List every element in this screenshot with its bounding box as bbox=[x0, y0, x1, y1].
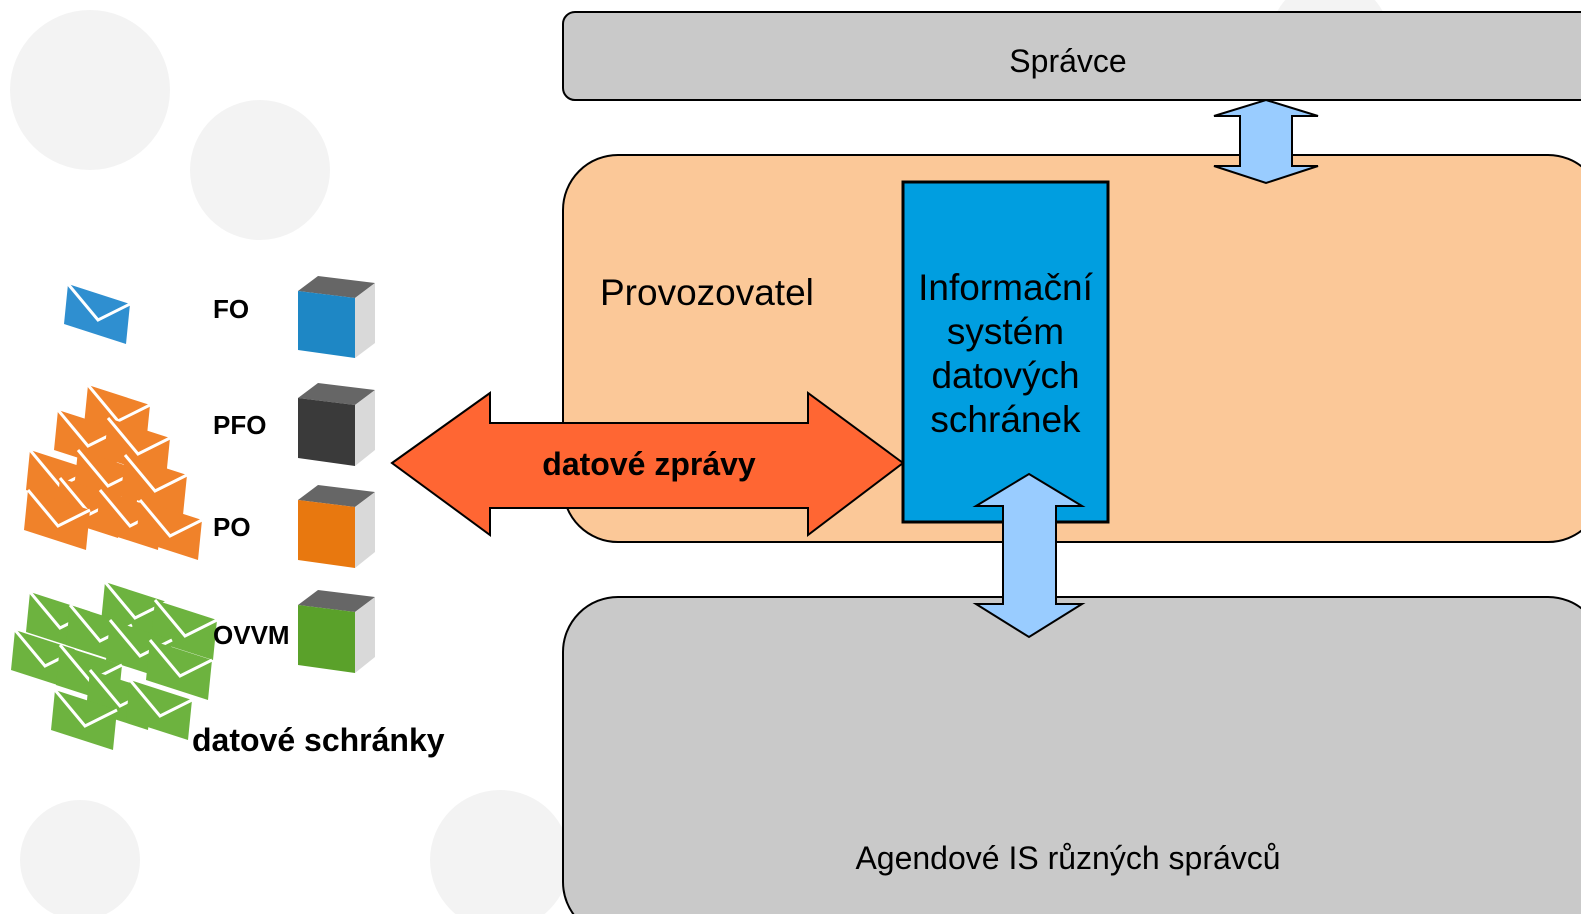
pfo-po-envelope-pile-icon bbox=[22, 372, 222, 562]
type-label-pfo: PFO bbox=[213, 410, 267, 440]
isds-agendove-arrow bbox=[972, 472, 1086, 639]
isds-label: Informační systém datových schránek bbox=[918, 267, 1093, 440]
ovvm-envelope-pile-icon bbox=[9, 580, 225, 765]
type-label-fo: FO bbox=[213, 294, 250, 324]
ovvm-box-icon bbox=[298, 590, 375, 673]
agendove-is-box bbox=[562, 596, 1581, 914]
fo-envelope-icon bbox=[62, 282, 132, 346]
provozovatel-label: Provozovatel bbox=[600, 272, 814, 313]
spravce-box bbox=[562, 11, 1581, 101]
pfo-box-icon bbox=[298, 383, 375, 466]
po-box-icon bbox=[298, 485, 375, 568]
datove-schranky-label: datové schránky bbox=[192, 722, 445, 758]
spravce-provozovatel-arrow bbox=[1213, 98, 1319, 185]
datove-zpravy-arrow bbox=[390, 391, 905, 538]
fo-box-icon bbox=[298, 276, 375, 358]
datove-zpravy-label: datové zprávy bbox=[542, 446, 756, 482]
type-label-po: PO bbox=[213, 512, 251, 542]
spravce-label: Správce bbox=[1009, 43, 1127, 79]
agendove-is-label: Agendové IS různých správců bbox=[855, 840, 1281, 876]
type-label-ovvm: OVVM bbox=[213, 620, 290, 650]
